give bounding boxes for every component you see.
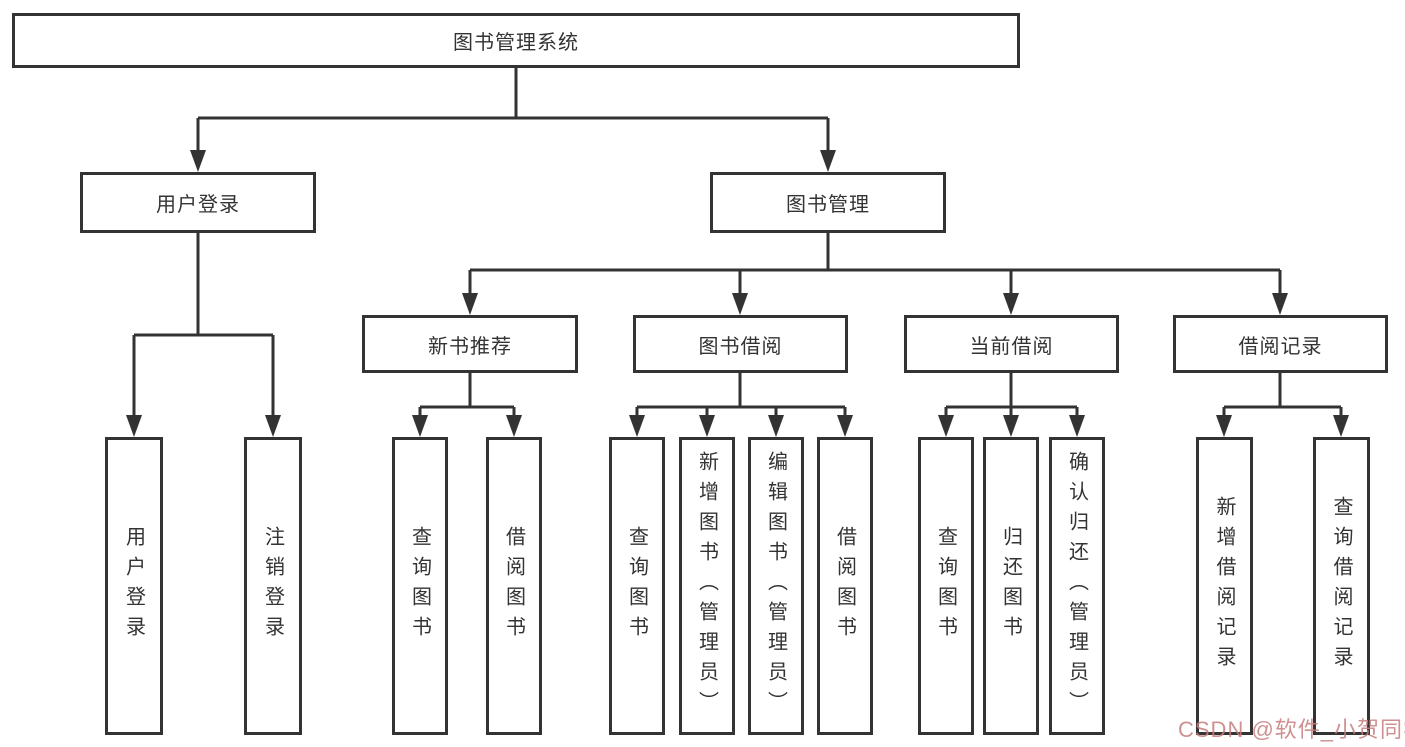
node-leaf-query-books-borrow: 查询图书 bbox=[609, 437, 665, 735]
arrowhead bbox=[412, 415, 428, 437]
arrowhead bbox=[768, 415, 784, 437]
arrowhead bbox=[837, 415, 853, 437]
arrowhead bbox=[1333, 415, 1349, 437]
node-new-book-recommendation: 新书推荐 bbox=[362, 315, 578, 373]
node-leaf-edit-books-admin: 编辑图书（管理员） bbox=[748, 437, 804, 735]
connector-record-to-leaves bbox=[1222, 373, 1343, 417]
node-current-borrowing: 当前借阅 bbox=[904, 315, 1119, 373]
node-leaf-borrow-books-newrec: 借阅图书 bbox=[486, 437, 542, 735]
arrowhead bbox=[506, 415, 522, 437]
node-leaf-add-books-admin: 新增图书（管理员） bbox=[679, 437, 735, 735]
arrowhead bbox=[732, 293, 748, 315]
node-leaf-return-books: 归还图书 bbox=[983, 437, 1039, 735]
connector-lines bbox=[132, 68, 1343, 417]
node-leaf-query-books-newrec: 查询图书 bbox=[392, 437, 448, 735]
node-leaf-user-login: 用户登录 bbox=[105, 437, 163, 735]
connector-borrow-to-leaves bbox=[635, 373, 847, 417]
csdn-watermark: CSDN @软件_小贺同学 bbox=[1178, 717, 1405, 742]
node-leaf-add-borrow-record: 新增借阅记录 bbox=[1196, 437, 1253, 735]
node-user-login: 用户登录 bbox=[80, 172, 316, 233]
arrowhead bbox=[126, 415, 142, 437]
arrowhead bbox=[265, 415, 281, 437]
node-library-management-system: 图书管理系统 bbox=[12, 13, 1020, 68]
node-leaf-query-books-current: 查询图书 bbox=[918, 437, 974, 735]
arrowhead bbox=[629, 415, 645, 437]
connector-arrowheads bbox=[126, 150, 1349, 437]
arrowhead bbox=[1003, 293, 1019, 315]
node-book-borrowing: 图书借阅 bbox=[633, 315, 848, 373]
arrowhead bbox=[699, 415, 715, 437]
connector-root-to-level2 bbox=[196, 68, 830, 152]
arrowhead bbox=[1272, 293, 1288, 315]
connector-current-to-leaves bbox=[944, 373, 1079, 417]
node-leaf-query-borrow-record: 查询借阅记录 bbox=[1313, 437, 1370, 735]
connector-manage-to-level3 bbox=[468, 233, 1282, 295]
arrowhead bbox=[462, 293, 478, 315]
connector-newrec-to-leaves bbox=[418, 373, 516, 417]
node-borrowing-records: 借阅记录 bbox=[1173, 315, 1388, 373]
arrowhead bbox=[938, 415, 954, 437]
node-leaf-borrow-books: 借阅图书 bbox=[817, 437, 873, 735]
node-book-management: 图书管理 bbox=[710, 172, 946, 233]
connector-login-to-leaves bbox=[132, 233, 275, 416]
arrowhead bbox=[1216, 415, 1232, 437]
node-leaf-logout: 注销登录 bbox=[244, 437, 302, 735]
arrowhead bbox=[820, 150, 836, 172]
arrowhead bbox=[1069, 415, 1085, 437]
arrowhead bbox=[1003, 415, 1019, 437]
node-leaf-confirm-return-admin: 确认归还（管理员） bbox=[1049, 437, 1105, 735]
arrowhead bbox=[190, 150, 206, 172]
